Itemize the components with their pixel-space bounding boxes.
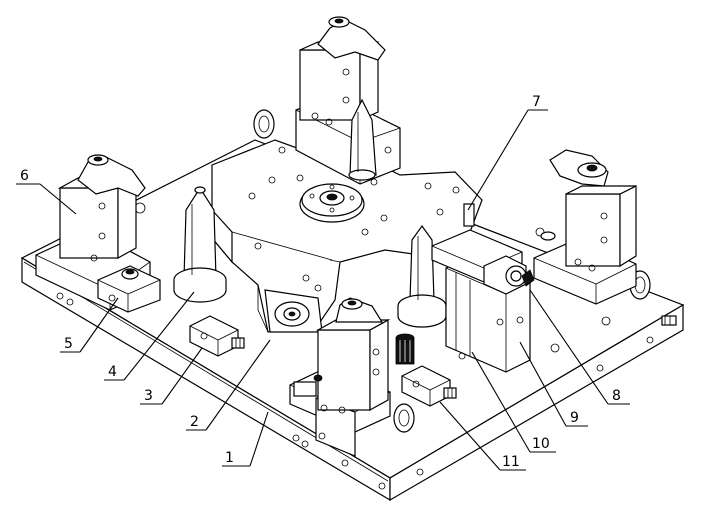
- swing-clamp-back: [295, 16, 401, 185]
- leader-9-arm: [519, 341, 567, 427]
- lifting-eye-back: [253, 109, 275, 139]
- leader-2-arm: [205, 339, 271, 431]
- callout-1: 1: [225, 450, 234, 466]
- conical-pin-right: [397, 224, 447, 328]
- swing-clamp-left: [35, 154, 161, 313]
- hydraulic-cylinder-8: [483, 255, 535, 295]
- leader-5-arm: [79, 297, 119, 353]
- leader-3-arm: [161, 347, 203, 405]
- callout-8: 8: [612, 388, 621, 404]
- leader-8-arm: [529, 289, 609, 405]
- leader-4-arm: [123, 291, 195, 381]
- callout-11: 11: [502, 454, 520, 470]
- callout-4: 4: [108, 364, 117, 380]
- leader-10-arm: [471, 351, 531, 453]
- leader-1-arm: [249, 411, 269, 467]
- callout-10: 10: [532, 436, 550, 452]
- callout-2: 2: [190, 414, 199, 430]
- callout-3: 3: [144, 388, 153, 404]
- swing-clamp-front: [289, 297, 391, 457]
- black-knob: [395, 333, 415, 365]
- center-hub: [299, 183, 365, 223]
- front-locating-pad: [264, 289, 323, 333]
- leader-11-arm: [439, 401, 501, 471]
- conical-pin-4: [173, 186, 227, 303]
- callout-7: 7: [532, 94, 541, 110]
- callout-9: 9: [570, 410, 579, 426]
- conical-pin-back: [348, 98, 377, 181]
- hydraulic-fitting-3: [189, 315, 245, 357]
- hydraulic-fitting-11: [401, 365, 457, 407]
- plug-screw: [661, 315, 677, 326]
- hydraulic-fitting-5: [97, 265, 161, 313]
- swing-clamp-right: [533, 149, 637, 305]
- callout-6: 6: [20, 168, 29, 184]
- leader-lines: [16, 109, 630, 471]
- callout-5: 5: [64, 336, 73, 352]
- lifting-eye-front: [393, 403, 415, 433]
- leader-7-arm: [467, 109, 529, 211]
- callout-labels: 1 2 3 4 5 6 7 8 9 10 11: [20, 94, 621, 470]
- leader-6-arm: [39, 183, 77, 215]
